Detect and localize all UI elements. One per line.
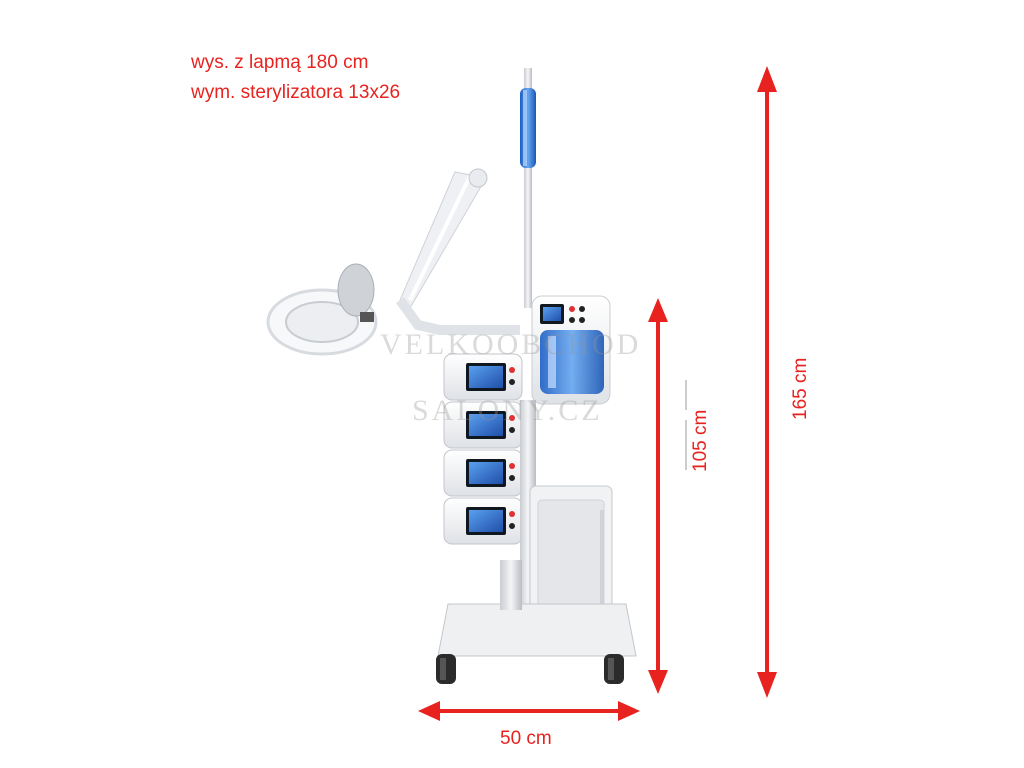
sterilizer-unit <box>531 295 611 405</box>
width-arrow <box>418 701 640 721</box>
total-height-label: 165 cm <box>790 357 811 420</box>
width-label: 50 cm <box>500 728 552 749</box>
rolling-base <box>436 560 637 684</box>
module-1 <box>443 353 523 401</box>
spec-sterilizer-size: wym. sterylizatora 13x26 <box>191 82 401 103</box>
total-height-arrow <box>757 66 777 698</box>
steamer-pole <box>520 68 536 308</box>
wheel-left <box>436 654 456 684</box>
spec-height-with-lamp: wys. z lapmą 180 cm <box>191 52 369 73</box>
watermark-line-2: SALONY.CZ <box>412 394 603 427</box>
module-3 <box>443 449 523 497</box>
module-4 <box>443 497 523 545</box>
device-modules <box>443 353 523 545</box>
base-height-label: 105 cm <box>690 409 711 472</box>
magnifier-lamp <box>266 168 520 356</box>
base-height-arrow <box>648 298 668 694</box>
module-2 <box>443 401 523 449</box>
watermark-line-1: VELKOOBCHOD <box>380 328 642 361</box>
wheel-right <box>604 654 624 684</box>
